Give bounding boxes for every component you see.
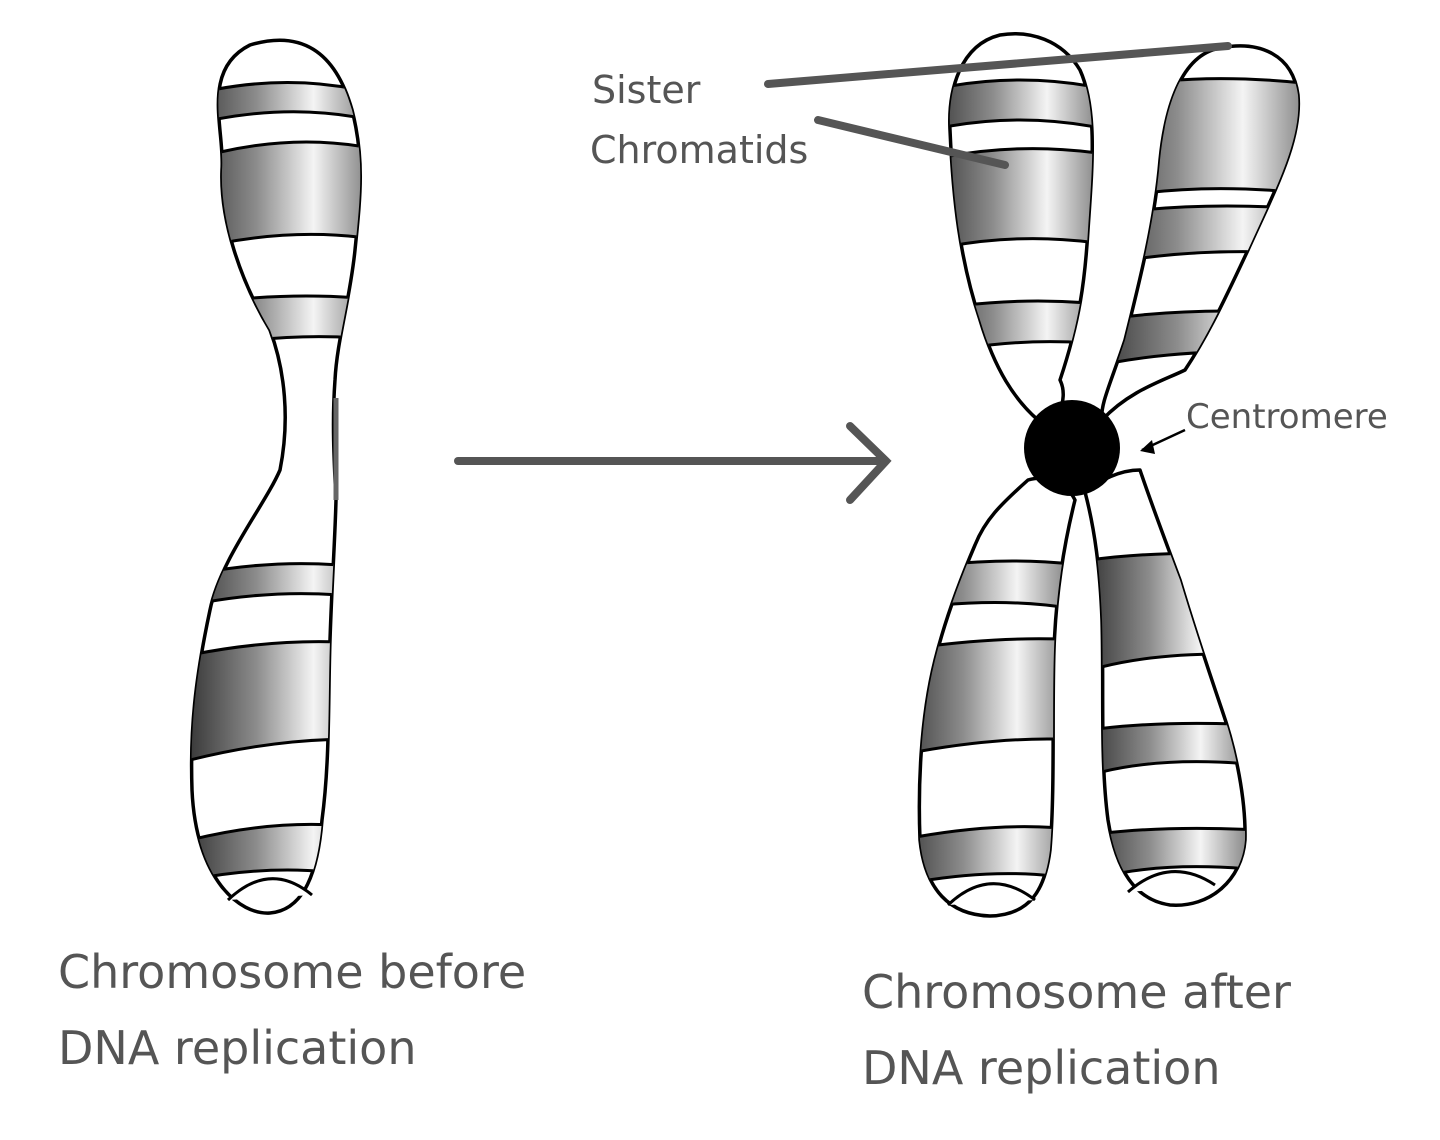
caption-before-line2: DNA replication	[58, 1021, 416, 1075]
caption-after-line1: Chromosome after	[862, 965, 1291, 1019]
centromere-label: Centromere	[1186, 397, 1388, 437]
sister-chromatids-pointers	[764, 42, 1232, 169]
sister-chromatids-label-line2: Chromatids	[590, 128, 808, 172]
replication-arrow	[454, 422, 892, 504]
caption-after-line2: DNA replication	[862, 1041, 1220, 1095]
centromere-pointer	[1140, 428, 1186, 454]
centromere-dot	[1024, 400, 1120, 496]
chromosome-before	[189, 38, 362, 915]
sister-chromatids-label-line1: Sister	[592, 68, 701, 112]
chromosome-after	[917, 32, 1301, 918]
caption-before-line1: Chromosome before	[58, 945, 526, 999]
